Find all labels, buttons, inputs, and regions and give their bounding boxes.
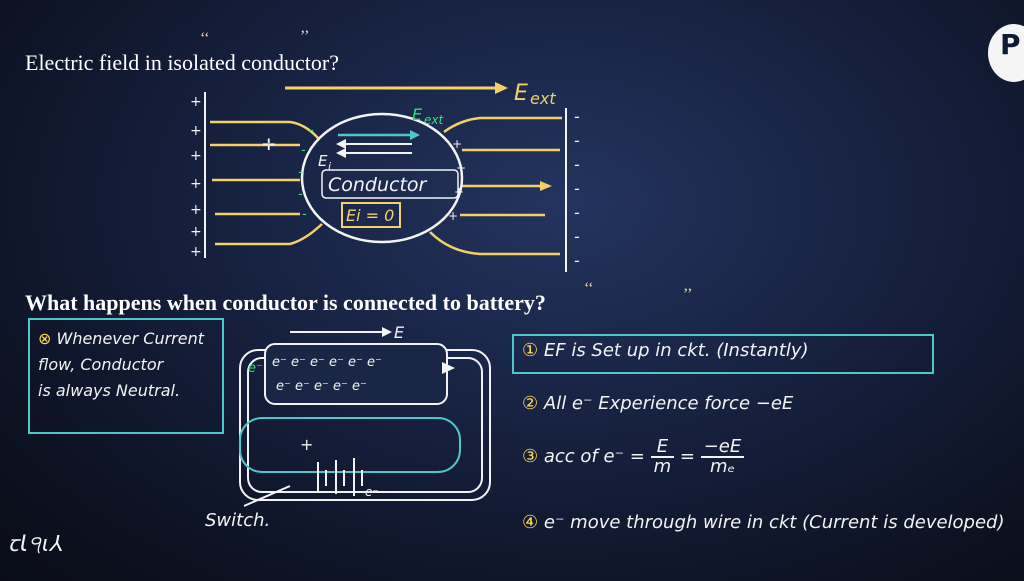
- svg-text:+: +: [190, 244, 202, 260]
- inner-eext-arrow-head: [410, 130, 420, 140]
- note-marker: ⊗: [38, 329, 52, 348]
- eext-label-sub: ext: [530, 89, 556, 108]
- conductor-right-charges: + + + +: [448, 137, 466, 223]
- fact-2-number: ②: [522, 393, 539, 414]
- svg-text:-: -: [309, 123, 314, 138]
- electron-bottom: e⁻: [365, 485, 379, 499]
- fact-1-box: ① EF is Set up in ckt. (Instantly): [512, 334, 934, 374]
- fact-2: ② All e⁻ Experience force −eE: [522, 393, 793, 414]
- eext-label: E: [514, 81, 528, 106]
- ei-label-sub: i: [328, 160, 331, 173]
- battery-circuit-diagram: E e⁻ e⁻ e⁻ e⁻ e⁻ e⁻ e⁻ e⁻ e⁻ e⁻ e⁻ e⁻ + …: [239, 323, 491, 507]
- svg-text:-: -: [298, 187, 303, 202]
- battery-plus: +: [300, 435, 313, 454]
- svg-text:-: -: [574, 227, 580, 246]
- svg-text:+: +: [190, 202, 202, 218]
- switch-lever: [243, 485, 291, 507]
- fact-1-text: EF is Set up in ckt. (Instantly): [543, 340, 809, 361]
- switch-label: Switch.: [205, 510, 271, 531]
- conductor-label-frame: [321, 169, 459, 199]
- svg-text:-: -: [298, 165, 303, 180]
- inner-ei-arrow-head-2: [336, 148, 346, 158]
- svg-text:+: +: [448, 209, 458, 223]
- page-title: Electric field in isolated conductor?: [25, 50, 339, 75]
- svg-text:-: -: [301, 143, 306, 158]
- conductor-left-charges: - - - - -: [298, 123, 314, 222]
- cross-mark: ✛: [262, 135, 275, 154]
- logo-letter: P: [1000, 28, 1021, 61]
- section-question: What happens when conductor is connected…: [25, 290, 546, 315]
- conductor-label: Conductor: [328, 174, 428, 196]
- ei-label: E: [318, 152, 328, 170]
- svg-text:+: +: [452, 137, 462, 151]
- fact-2-text: All e⁻ Experience force −eE: [543, 393, 794, 414]
- question-quote-close: ’’: [683, 286, 693, 303]
- acc-fraction-1: E m: [650, 438, 675, 476]
- note-line-1: ⊗ Whenever Current: [38, 329, 204, 348]
- svg-text:-: -: [574, 251, 580, 270]
- question-quote-open: ‘‘: [584, 280, 594, 297]
- inner-return-loop: [239, 417, 461, 473]
- fact-3-equals: =: [679, 446, 695, 467]
- battery-cells: [317, 458, 363, 496]
- field-arrow-head: [540, 181, 552, 191]
- eext-inner-label-sub: ext: [424, 113, 444, 127]
- field-line-6: [443, 116, 562, 134]
- svg-text:-: -: [574, 107, 580, 126]
- fact-1-number: ①: [522, 340, 539, 361]
- fact-4: ④ e⁻ move through wire in ckt (Current i…: [522, 512, 1005, 533]
- electron-left: e⁻: [248, 361, 263, 376]
- electron-row-1: e⁻ e⁻ e⁻ e⁻ e⁻ e⁻: [272, 355, 382, 370]
- field-line-5: [215, 223, 323, 246]
- ei-zero-box: [341, 202, 401, 228]
- corner-scribble: ꞇꙆ੧ꙇ⅄: [8, 532, 65, 557]
- svg-text:+: +: [190, 224, 202, 240]
- circuit-field-arrow-head: [382, 327, 392, 337]
- svg-text:-: -: [574, 179, 580, 198]
- conductor-tube: [264, 343, 448, 405]
- neutral-note-box: ⊗ Whenever Current flow, Conductor is al…: [28, 318, 224, 434]
- circuit-field-label: E: [394, 323, 405, 342]
- svg-text:+: +: [454, 185, 464, 199]
- eext-arrow-head: [495, 82, 508, 94]
- return-arrow-right: [442, 362, 455, 374]
- title-quote-close: ’’: [300, 28, 310, 45]
- electron-row-2: e⁻ e⁻ e⁻ e⁻ e⁻: [276, 379, 367, 394]
- svg-text:+: +: [190, 148, 202, 164]
- brand-logo: P: [988, 24, 1024, 82]
- svg-text:-: -: [302, 207, 307, 222]
- svg-text:-: -: [574, 203, 580, 222]
- inner-ei-arrow-head-1: [336, 139, 346, 149]
- fact-4-number: ④: [522, 512, 539, 533]
- svg-text:+: +: [456, 161, 466, 175]
- fact-3: ③ acc of e⁻ = E m = −eE mₑ: [522, 438, 745, 476]
- conductor-field-diagram: E ext + + + + + + + - - - - - - -: [190, 81, 580, 272]
- fact-3-text: acc of e⁻ =: [543, 446, 645, 467]
- acc-fraction-2: −eE mₑ: [700, 438, 745, 476]
- svg-text:-: -: [574, 155, 580, 174]
- left-plate-charges: + + + + + + +: [190, 94, 202, 260]
- ei-zero-label: Ei = 0: [346, 206, 394, 225]
- eext-inner-label: E: [412, 105, 423, 124]
- svg-text:+: +: [190, 123, 202, 139]
- title-quote-open: ‘‘: [200, 30, 210, 47]
- svg-text:-: -: [574, 131, 580, 150]
- field-line-10: [429, 231, 560, 256]
- svg-text:+: +: [190, 176, 202, 192]
- field-line-1: [210, 120, 319, 139]
- right-plate-charges: - - - - - - -: [574, 107, 580, 270]
- note-line-3: is always Neutral.: [38, 381, 181, 400]
- conductor-body: [300, 112, 464, 244]
- fact-3-number: ③: [522, 446, 539, 467]
- fact-4-text: e⁻ move through wire in ckt (Current is …: [543, 512, 1005, 533]
- svg-text:+: +: [190, 94, 202, 110]
- note-line-2: flow, Conductor: [38, 355, 164, 374]
